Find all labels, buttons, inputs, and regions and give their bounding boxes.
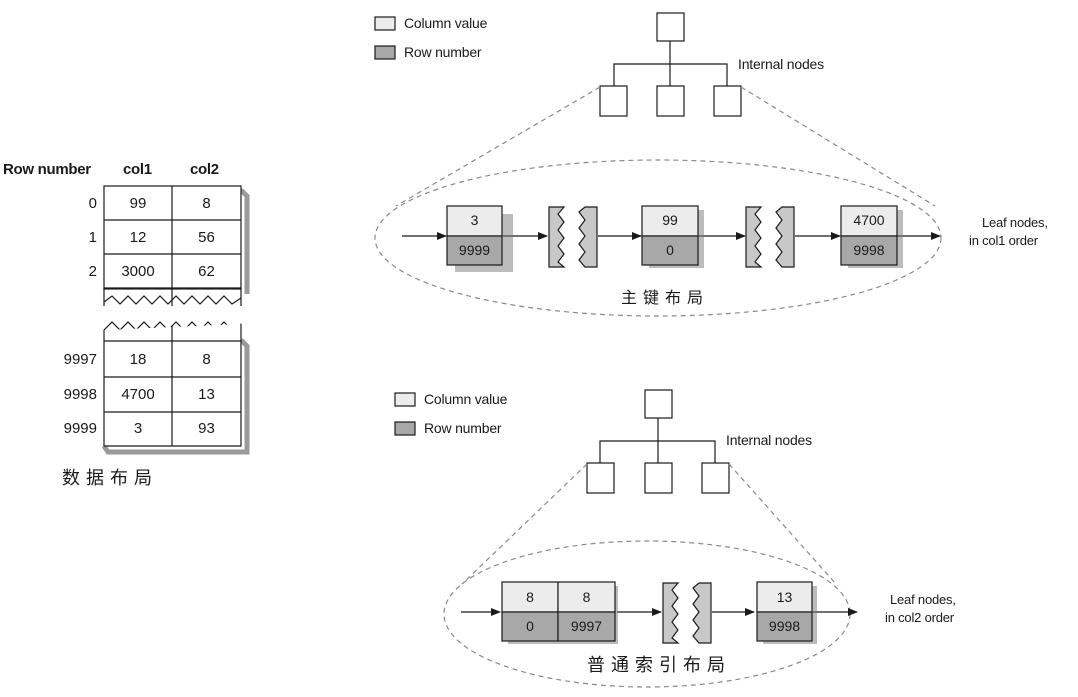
cell-col1: 18 (129, 351, 147, 368)
internal-node (599, 85, 628, 117)
data-layout-caption: 数据布局 (62, 468, 158, 489)
leaf-row: 9998 (853, 242, 885, 258)
row-number: 0 (88, 195, 97, 212)
cell-col2: 62 (198, 263, 215, 280)
secondary-index-diagram (394, 389, 858, 688)
root-node (644, 389, 673, 419)
cell-col2: 93 (198, 420, 215, 437)
row-number: 2 (88, 263, 97, 280)
legend-row-number: Row number (404, 44, 482, 60)
leaf-node (641, 205, 704, 268)
legend-column-value: Column value (424, 391, 508, 407)
leaf-value: 99 (662, 212, 678, 228)
tree-connector (613, 41, 728, 86)
leaf-value: 13 (776, 589, 793, 605)
internal-node (644, 462, 673, 494)
cell-col1: 99 (129, 195, 147, 212)
tree-connector (599, 418, 716, 463)
leaf-node (446, 205, 513, 272)
cell-col1: 3000 (121, 263, 155, 280)
torn-edge-top (103, 295, 242, 305)
leaf-value: 4700 (853, 212, 885, 228)
header-col2: col2 (190, 161, 219, 178)
cell-col2: 13 (198, 386, 215, 403)
leaf-nodes-label: Leaf nodes, (890, 592, 956, 607)
legend-swatch-column-value (394, 392, 416, 407)
leaf-row: 9997 (570, 618, 603, 634)
row-number: 9998 (63, 386, 97, 403)
internal-nodes-label: Internal nodes (726, 432, 812, 448)
leaf-row: 0 (526, 618, 534, 634)
leaf-nodes-label: Leaf nodes, (982, 215, 1048, 230)
leaf-ellipse (374, 159, 942, 317)
internal-node (701, 462, 730, 494)
legend-column-value: Column value (404, 15, 488, 31)
root-node (656, 12, 685, 42)
legend-row-number: Row number (424, 420, 502, 436)
expansion-lines (461, 463, 837, 585)
cell-col1: 3 (133, 420, 143, 437)
legend-swatch-column-value (374, 16, 396, 31)
cell-col2: 8 (202, 195, 211, 212)
primary-index-diagram (374, 12, 942, 317)
internal-node (656, 85, 685, 117)
cell-col1: 4700 (121, 386, 155, 403)
data-layout-table (101, 185, 250, 455)
leaf-node-group (501, 581, 618, 644)
row-number: 9999 (63, 420, 97, 437)
internal-nodes-label: Internal nodes (738, 56, 824, 72)
leaf-order-label: in col1 order (969, 233, 1038, 248)
leaf-node (840, 205, 903, 268)
expansion-lines (395, 86, 936, 207)
header-row-number: Row number (3, 161, 91, 178)
legend-swatch-row-number (374, 45, 396, 60)
secondary-index-caption: 普通索引布局 (587, 655, 731, 676)
omitted-leaves (548, 206, 795, 268)
leaf-order-label: in col2 order (885, 610, 954, 625)
leaf-row: 9998 (768, 618, 801, 634)
internal-node (586, 462, 615, 494)
leaf-value: 8 (526, 589, 534, 605)
row-number: 1 (88, 229, 97, 246)
leaf-row: 0 (666, 242, 674, 258)
cell-col2: 8 (202, 351, 211, 368)
cell-col1: 12 (129, 229, 147, 246)
row-number: 9997 (63, 351, 97, 368)
leaf-node (756, 581, 817, 644)
header-col1: col1 (123, 161, 152, 178)
leaf-row: 9999 (458, 242, 491, 258)
leaf-value: 3 (470, 212, 479, 228)
omitted-leaves (662, 582, 712, 644)
cell-col2: 56 (198, 229, 215, 246)
internal-node (713, 85, 742, 117)
primary-index-caption: 主键布局 (621, 288, 710, 307)
leaf-value: 8 (582, 589, 591, 605)
legend-swatch-row-number (394, 421, 416, 436)
